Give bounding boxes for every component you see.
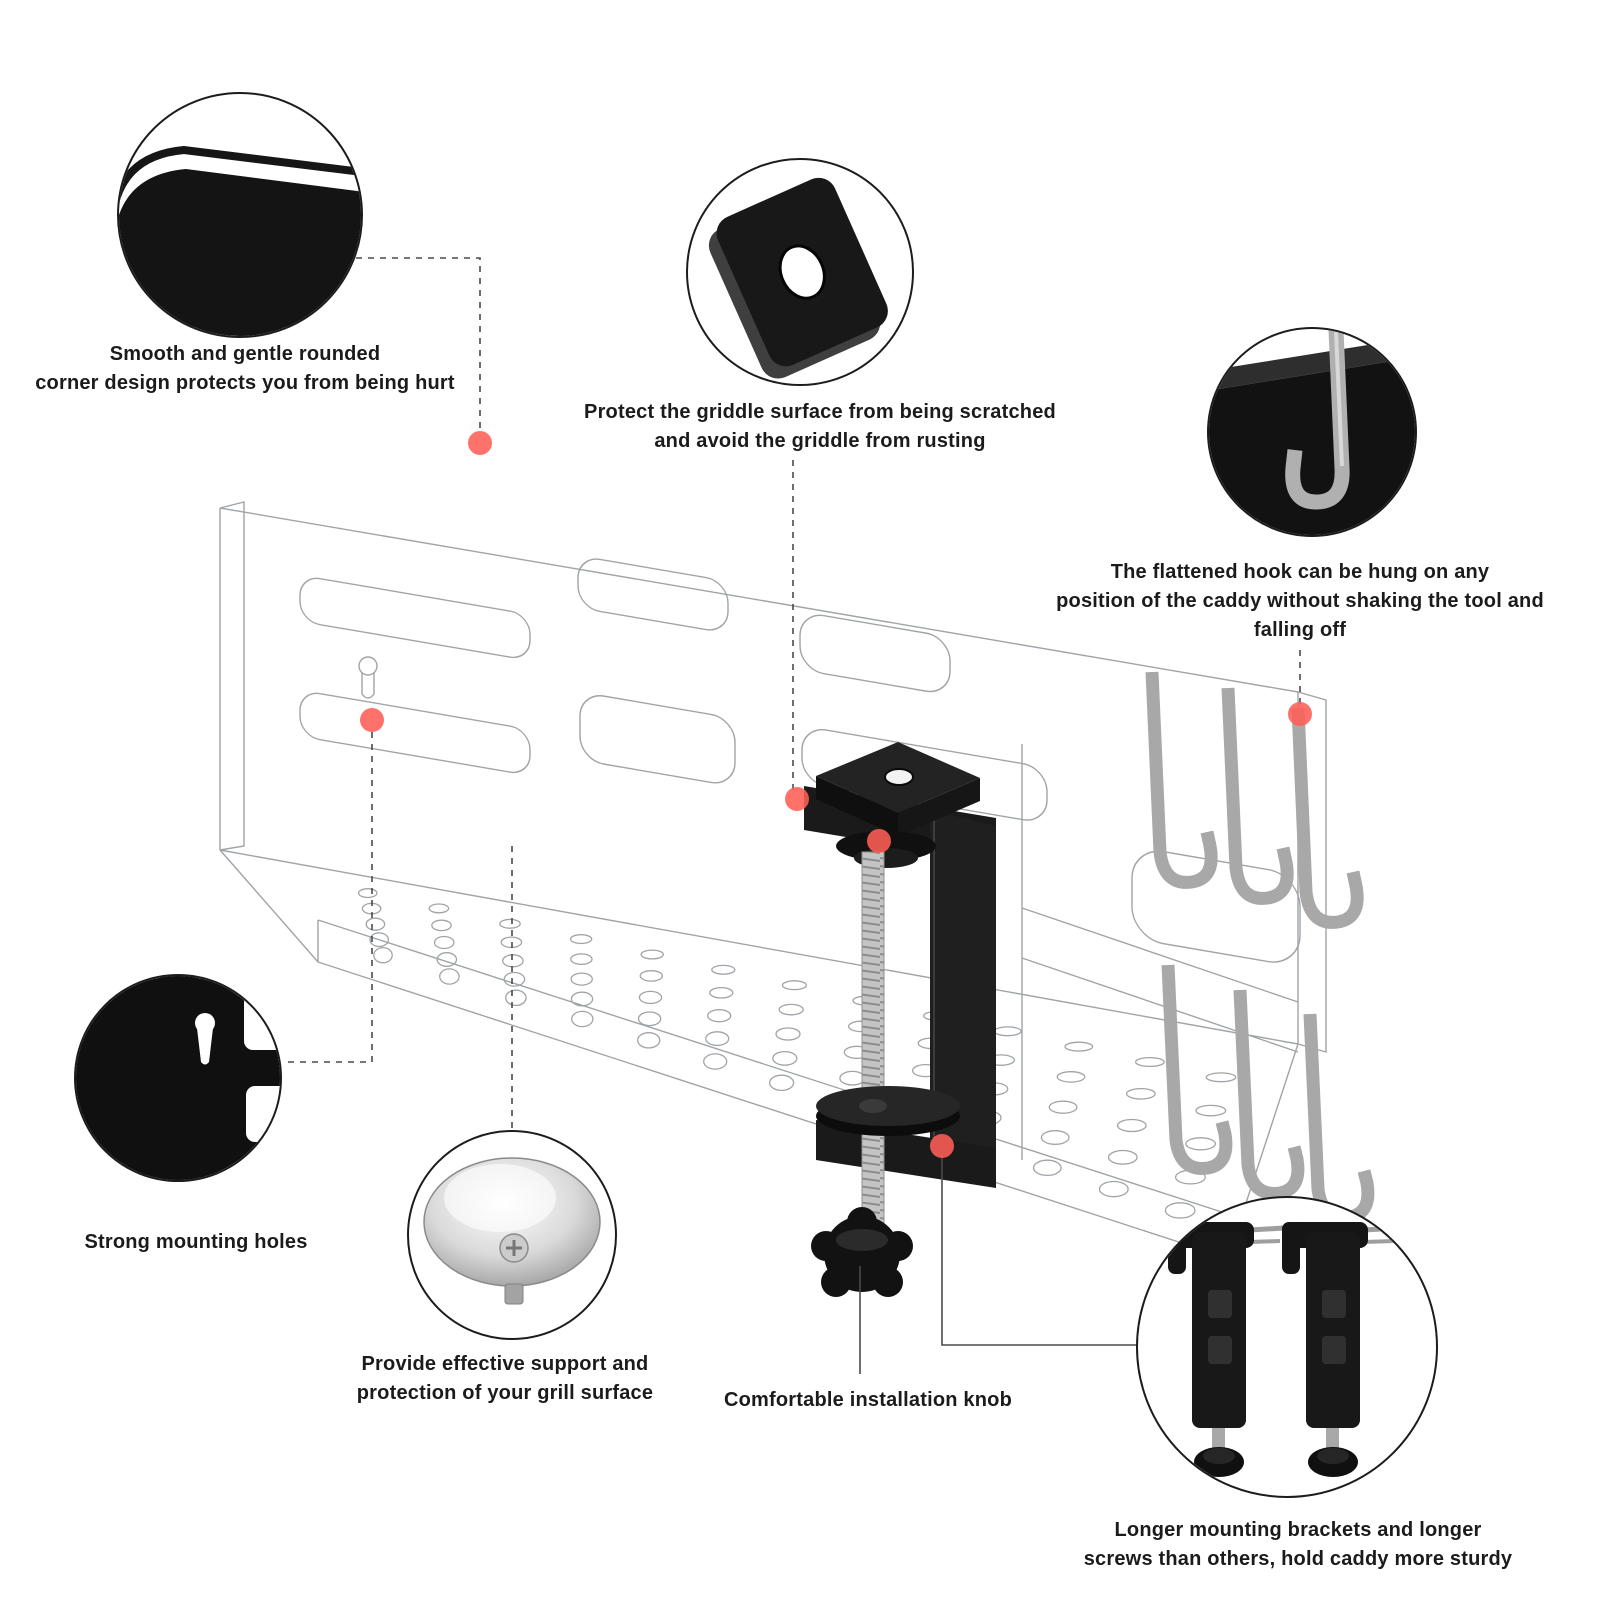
floor-hole xyxy=(640,949,664,960)
floor-hole xyxy=(505,989,527,1007)
floor-hole xyxy=(1064,1041,1094,1052)
floor-hole xyxy=(431,919,452,932)
floor-hole xyxy=(502,954,524,968)
floor-hole xyxy=(778,1003,804,1016)
floor-hole xyxy=(781,980,808,991)
floor-hole xyxy=(365,917,386,931)
mounting-clamp xyxy=(804,742,996,1297)
floor-hole xyxy=(775,1027,801,1041)
floor-hole xyxy=(703,1053,728,1070)
floor-hole xyxy=(570,972,593,986)
threaded-rod xyxy=(861,851,885,1235)
caption-griddle-plate: Protect the griddle surface from being s… xyxy=(584,401,1056,452)
mounting-holes-icon xyxy=(76,976,280,1180)
floor-hole xyxy=(705,1031,730,1047)
floor-hole xyxy=(569,934,593,945)
flattened-hook-icon xyxy=(1209,329,1415,535)
floor-hole xyxy=(1164,1202,1196,1219)
floor-hole xyxy=(503,971,526,987)
support-disc-icon xyxy=(423,1157,601,1305)
floor-hole xyxy=(570,953,593,965)
floor-hole xyxy=(839,1070,866,1086)
floor-hole xyxy=(1185,1137,1217,1151)
floor-hole xyxy=(638,990,663,1005)
floor-hole xyxy=(433,935,455,950)
floor-hole xyxy=(639,970,664,982)
floor-hole xyxy=(499,918,521,929)
caption-mounting-brackets: Longer mounting brackets and longer scre… xyxy=(1083,1519,1513,1570)
floor-hole xyxy=(1032,1159,1062,1177)
connector-lines xyxy=(284,257,1301,1374)
support-plate xyxy=(816,1086,960,1126)
installation-knob xyxy=(811,1207,913,1297)
caption-flattened-hook: The flattened hook can be hung on any po… xyxy=(1056,561,1544,641)
floor-hole xyxy=(357,888,378,899)
floor-hole xyxy=(571,1010,594,1028)
griddle-plate-icon xyxy=(708,177,888,379)
caption-support-disc: Provide effective support and protection… xyxy=(356,1353,654,1404)
caption-installation-knob: Comfortable installation knob xyxy=(723,1389,1013,1411)
floor-hole xyxy=(1098,1180,1129,1198)
floor-hole xyxy=(1205,1072,1237,1083)
floor-hole xyxy=(1195,1104,1227,1117)
floor-hole xyxy=(1125,1087,1156,1100)
floor-hole xyxy=(709,986,734,999)
keyhole-cutout xyxy=(358,656,378,676)
floor-hole xyxy=(707,1009,732,1023)
floor-hole xyxy=(993,1026,1022,1037)
floor-hole xyxy=(636,1032,661,1049)
mounting-brackets-icon xyxy=(1168,1222,1399,1477)
floor-hole xyxy=(439,968,460,985)
floor-hole xyxy=(1040,1130,1070,1145)
floor-hole xyxy=(637,1011,662,1027)
floor-hole xyxy=(373,946,393,964)
floor-hole xyxy=(570,991,594,1007)
floor-hole xyxy=(1056,1071,1086,1083)
floor-hole xyxy=(772,1050,798,1066)
floor-hole xyxy=(1116,1118,1147,1133)
floor-hole xyxy=(1107,1149,1138,1165)
tool-hooks xyxy=(1145,671,1375,1224)
floor-hole xyxy=(768,1074,795,1092)
floor-hole xyxy=(711,964,736,975)
floor-hole xyxy=(1048,1100,1078,1114)
caption-mounting-holes: Strong mounting holes xyxy=(84,1231,308,1253)
floor-hole xyxy=(369,932,390,948)
bracket-right xyxy=(1282,1222,1399,1477)
floor-hole xyxy=(1134,1056,1165,1068)
feature-dots xyxy=(360,431,1312,1158)
caption-rounded-corner: Smooth and gentle rounded corner design … xyxy=(35,343,455,394)
bracket-left xyxy=(1168,1222,1285,1477)
rounded-corner-icon xyxy=(119,145,361,336)
floor-hole xyxy=(428,903,450,914)
floor-hole xyxy=(436,952,458,967)
